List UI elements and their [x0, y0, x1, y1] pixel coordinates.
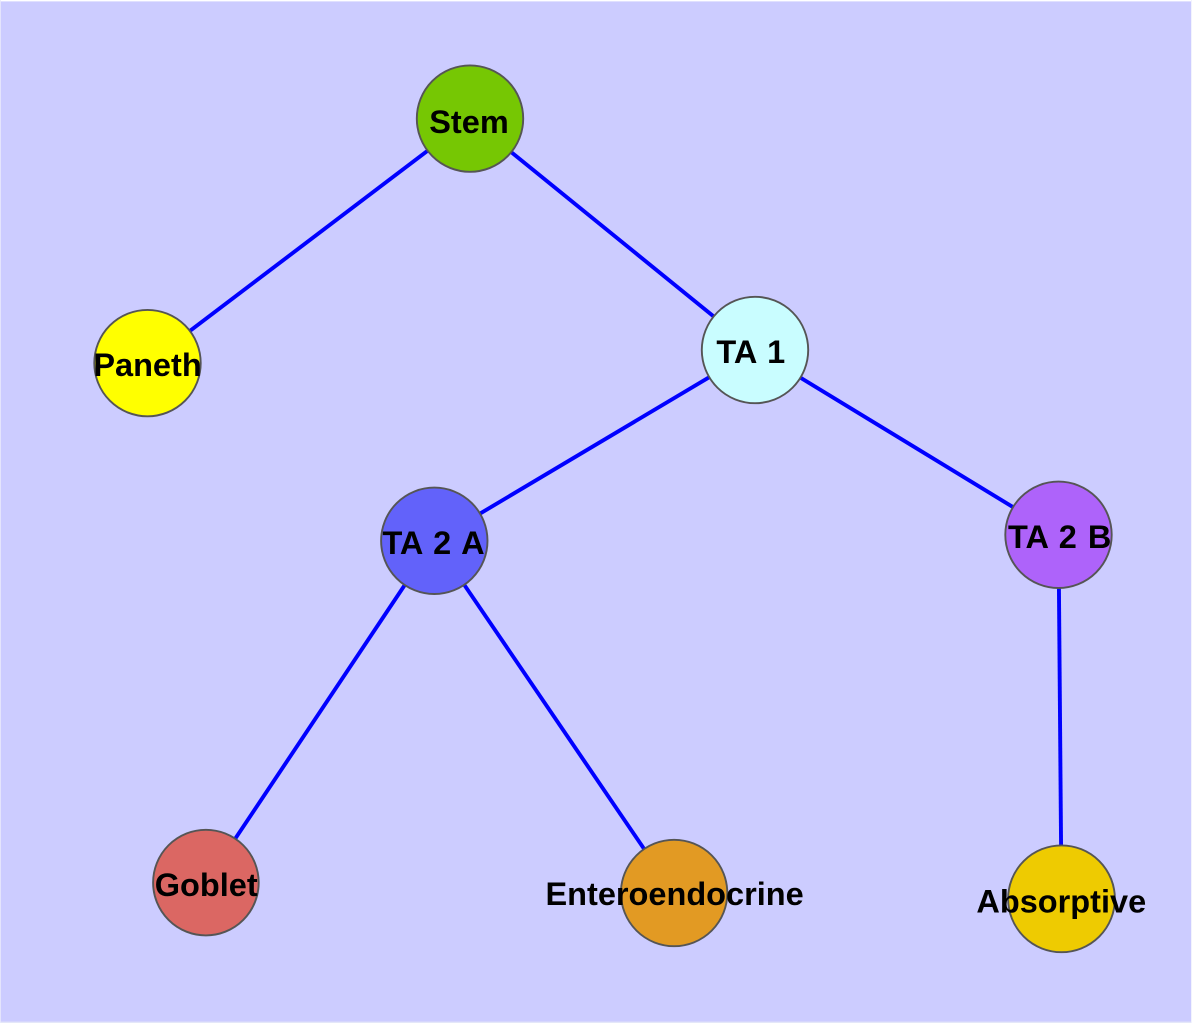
svg-text:TA 2 A: TA 2 A	[382, 525, 484, 561]
svg-text:Enteroendocrine: Enteroendocrine	[545, 876, 803, 912]
svg-text:Goblet: Goblet	[155, 867, 258, 903]
svg-text:Paneth: Paneth	[93, 347, 201, 383]
svg-text:TA 1: TA 1	[716, 334, 785, 370]
svg-text:Stem: Stem	[429, 104, 508, 140]
svg-text:TA 2 B: TA 2 B	[1008, 519, 1111, 555]
svg-text:Absorptive: Absorptive	[976, 884, 1146, 920]
